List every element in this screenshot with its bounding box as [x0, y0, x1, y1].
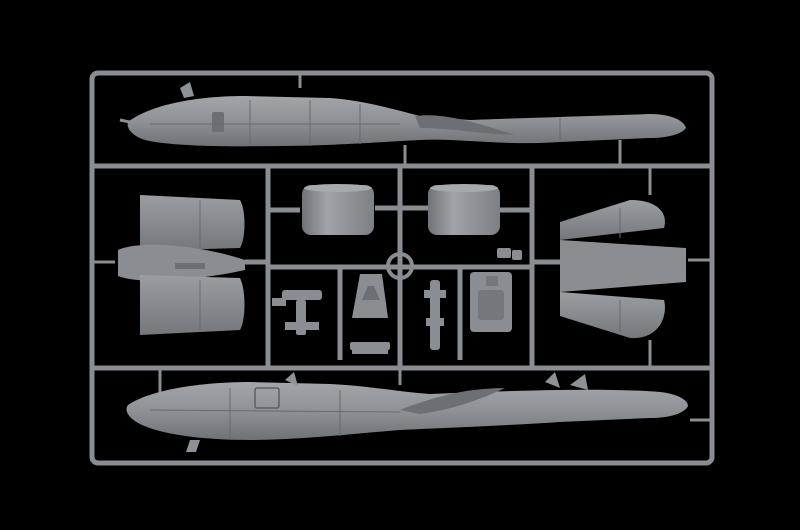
engine-nacelle-right	[560, 200, 686, 339]
frame-outer	[89, 70, 715, 466]
frame-short-gates	[92, 73, 712, 422]
part-cockpit-tub	[470, 272, 512, 332]
fuselage-half-upper	[127, 82, 686, 147]
engine-nacelle-left	[118, 195, 245, 335]
part-small-bracket	[497, 248, 522, 260]
intake-ring-right	[428, 184, 500, 235]
part-landing-gear-leg	[272, 290, 322, 335]
part-cockpit-seat	[352, 274, 388, 318]
intake-ring-left	[302, 184, 374, 235]
sprue-hub-ring	[386, 252, 414, 280]
sprue-frame	[89, 70, 715, 466]
fuselage-half-lower	[126, 372, 688, 452]
part-rack	[350, 342, 390, 354]
part-control-stick	[424, 280, 446, 350]
